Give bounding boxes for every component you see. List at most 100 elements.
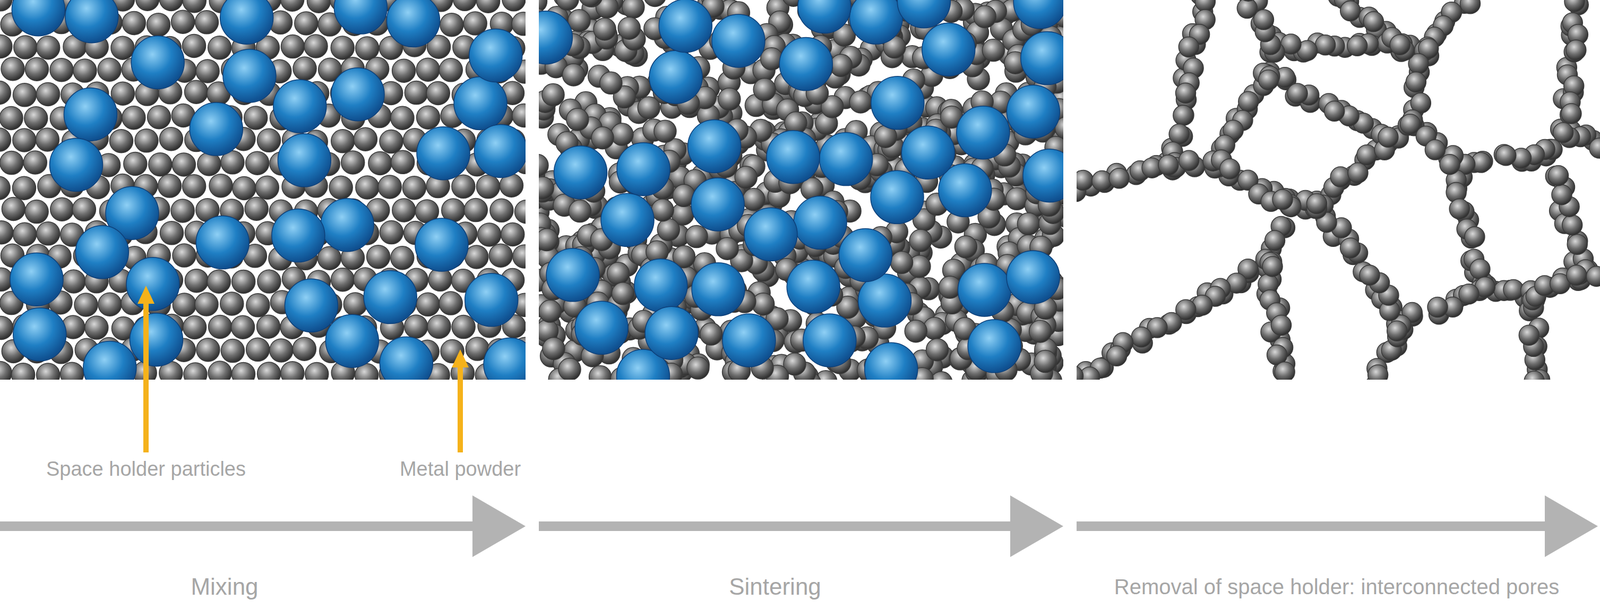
particle	[511, 12, 526, 36]
particle	[1562, 214, 1583, 236]
particle	[1271, 314, 1292, 335]
particle	[644, 306, 699, 360]
particle	[643, 0, 667, 7]
arrow-shaft	[538, 521, 1013, 531]
particle	[440, 13, 464, 37]
sintering-panel	[538, 0, 1064, 380]
particle	[1022, 149, 1064, 203]
particle	[1566, 264, 1587, 286]
particle	[766, 130, 820, 184]
particle	[1, 57, 25, 81]
particle	[1006, 84, 1060, 139]
particle	[135, 0, 160, 11]
particle	[257, 128, 281, 152]
pointer-shaft	[143, 301, 149, 453]
particle	[244, 196, 269, 221]
particle	[1106, 345, 1128, 366]
particle	[331, 129, 355, 153]
particle	[379, 220, 403, 245]
particle	[330, 36, 355, 60]
particle	[246, 337, 270, 361]
particle	[556, 0, 579, 11]
particle	[109, 129, 134, 153]
particle	[160, 221, 184, 245]
particle	[574, 300, 629, 355]
particle	[0, 106, 23, 130]
particle	[1076, 169, 1094, 191]
particle	[1561, 103, 1582, 124]
particle	[293, 56, 317, 81]
particle	[416, 57, 440, 82]
particle	[607, 262, 630, 285]
particle	[189, 102, 243, 156]
particle	[280, 0, 305, 12]
particle	[476, 175, 501, 199]
mixing-panel	[0, 0, 526, 380]
particle	[558, 358, 581, 380]
particle	[568, 200, 591, 223]
particle	[685, 225, 708, 248]
particle	[12, 128, 37, 152]
particle	[10, 252, 64, 306]
process-arrows	[0, 495, 1598, 557]
particle	[501, 222, 525, 246]
particle	[538, 153, 549, 177]
particle	[562, 63, 585, 86]
particle	[1168, 124, 1190, 145]
component-label: Metal powder	[399, 457, 521, 481]
particle	[591, 126, 614, 150]
particle	[512, 244, 526, 269]
particle	[305, 362, 329, 380]
particle	[1586, 265, 1600, 287]
particle	[1564, 0, 1585, 12]
particle	[1236, 0, 1258, 19]
particle	[849, 0, 903, 45]
particle	[390, 106, 415, 130]
particle	[1449, 198, 1470, 219]
particle	[404, 81, 428, 105]
particle	[1, 196, 25, 221]
arrow-shaft	[1076, 521, 1548, 531]
particle	[195, 10, 219, 34]
particle	[271, 209, 325, 263]
particle	[231, 269, 256, 294]
particle	[368, 151, 392, 175]
particle	[538, 11, 573, 65]
particle	[469, 28, 523, 82]
particle	[926, 338, 949, 361]
particle	[292, 337, 316, 361]
particle	[1469, 259, 1491, 280]
particle	[451, 174, 476, 199]
particle	[864, 342, 918, 380]
particle	[331, 67, 385, 122]
particle	[23, 150, 47, 175]
particle	[284, 278, 338, 332]
particle	[658, 0, 712, 53]
particle	[280, 35, 305, 59]
particle	[611, 282, 634, 305]
step-label: Removal of space holder: interconnected …	[1114, 574, 1560, 599]
particle	[246, 293, 270, 317]
particle	[12, 83, 37, 107]
particle	[538, 176, 554, 200]
particle	[0, 176, 11, 200]
particle	[711, 14, 765, 68]
particle	[379, 336, 433, 380]
particle	[0, 0, 13, 12]
arrow-head	[1544, 495, 1598, 557]
particle	[909, 229, 932, 252]
particle	[49, 138, 103, 192]
particle	[1238, 91, 1259, 112]
particle	[147, 105, 171, 129]
particle	[195, 216, 249, 270]
particle	[568, 9, 591, 32]
particle	[1274, 361, 1295, 380]
particle	[363, 270, 417, 324]
particle	[390, 246, 415, 270]
pointer-arrows	[137, 285, 469, 453]
particle	[1368, 364, 1389, 380]
particle	[1131, 327, 1152, 348]
particle	[98, 292, 122, 316]
particle	[277, 133, 331, 187]
particle	[1427, 297, 1448, 318]
